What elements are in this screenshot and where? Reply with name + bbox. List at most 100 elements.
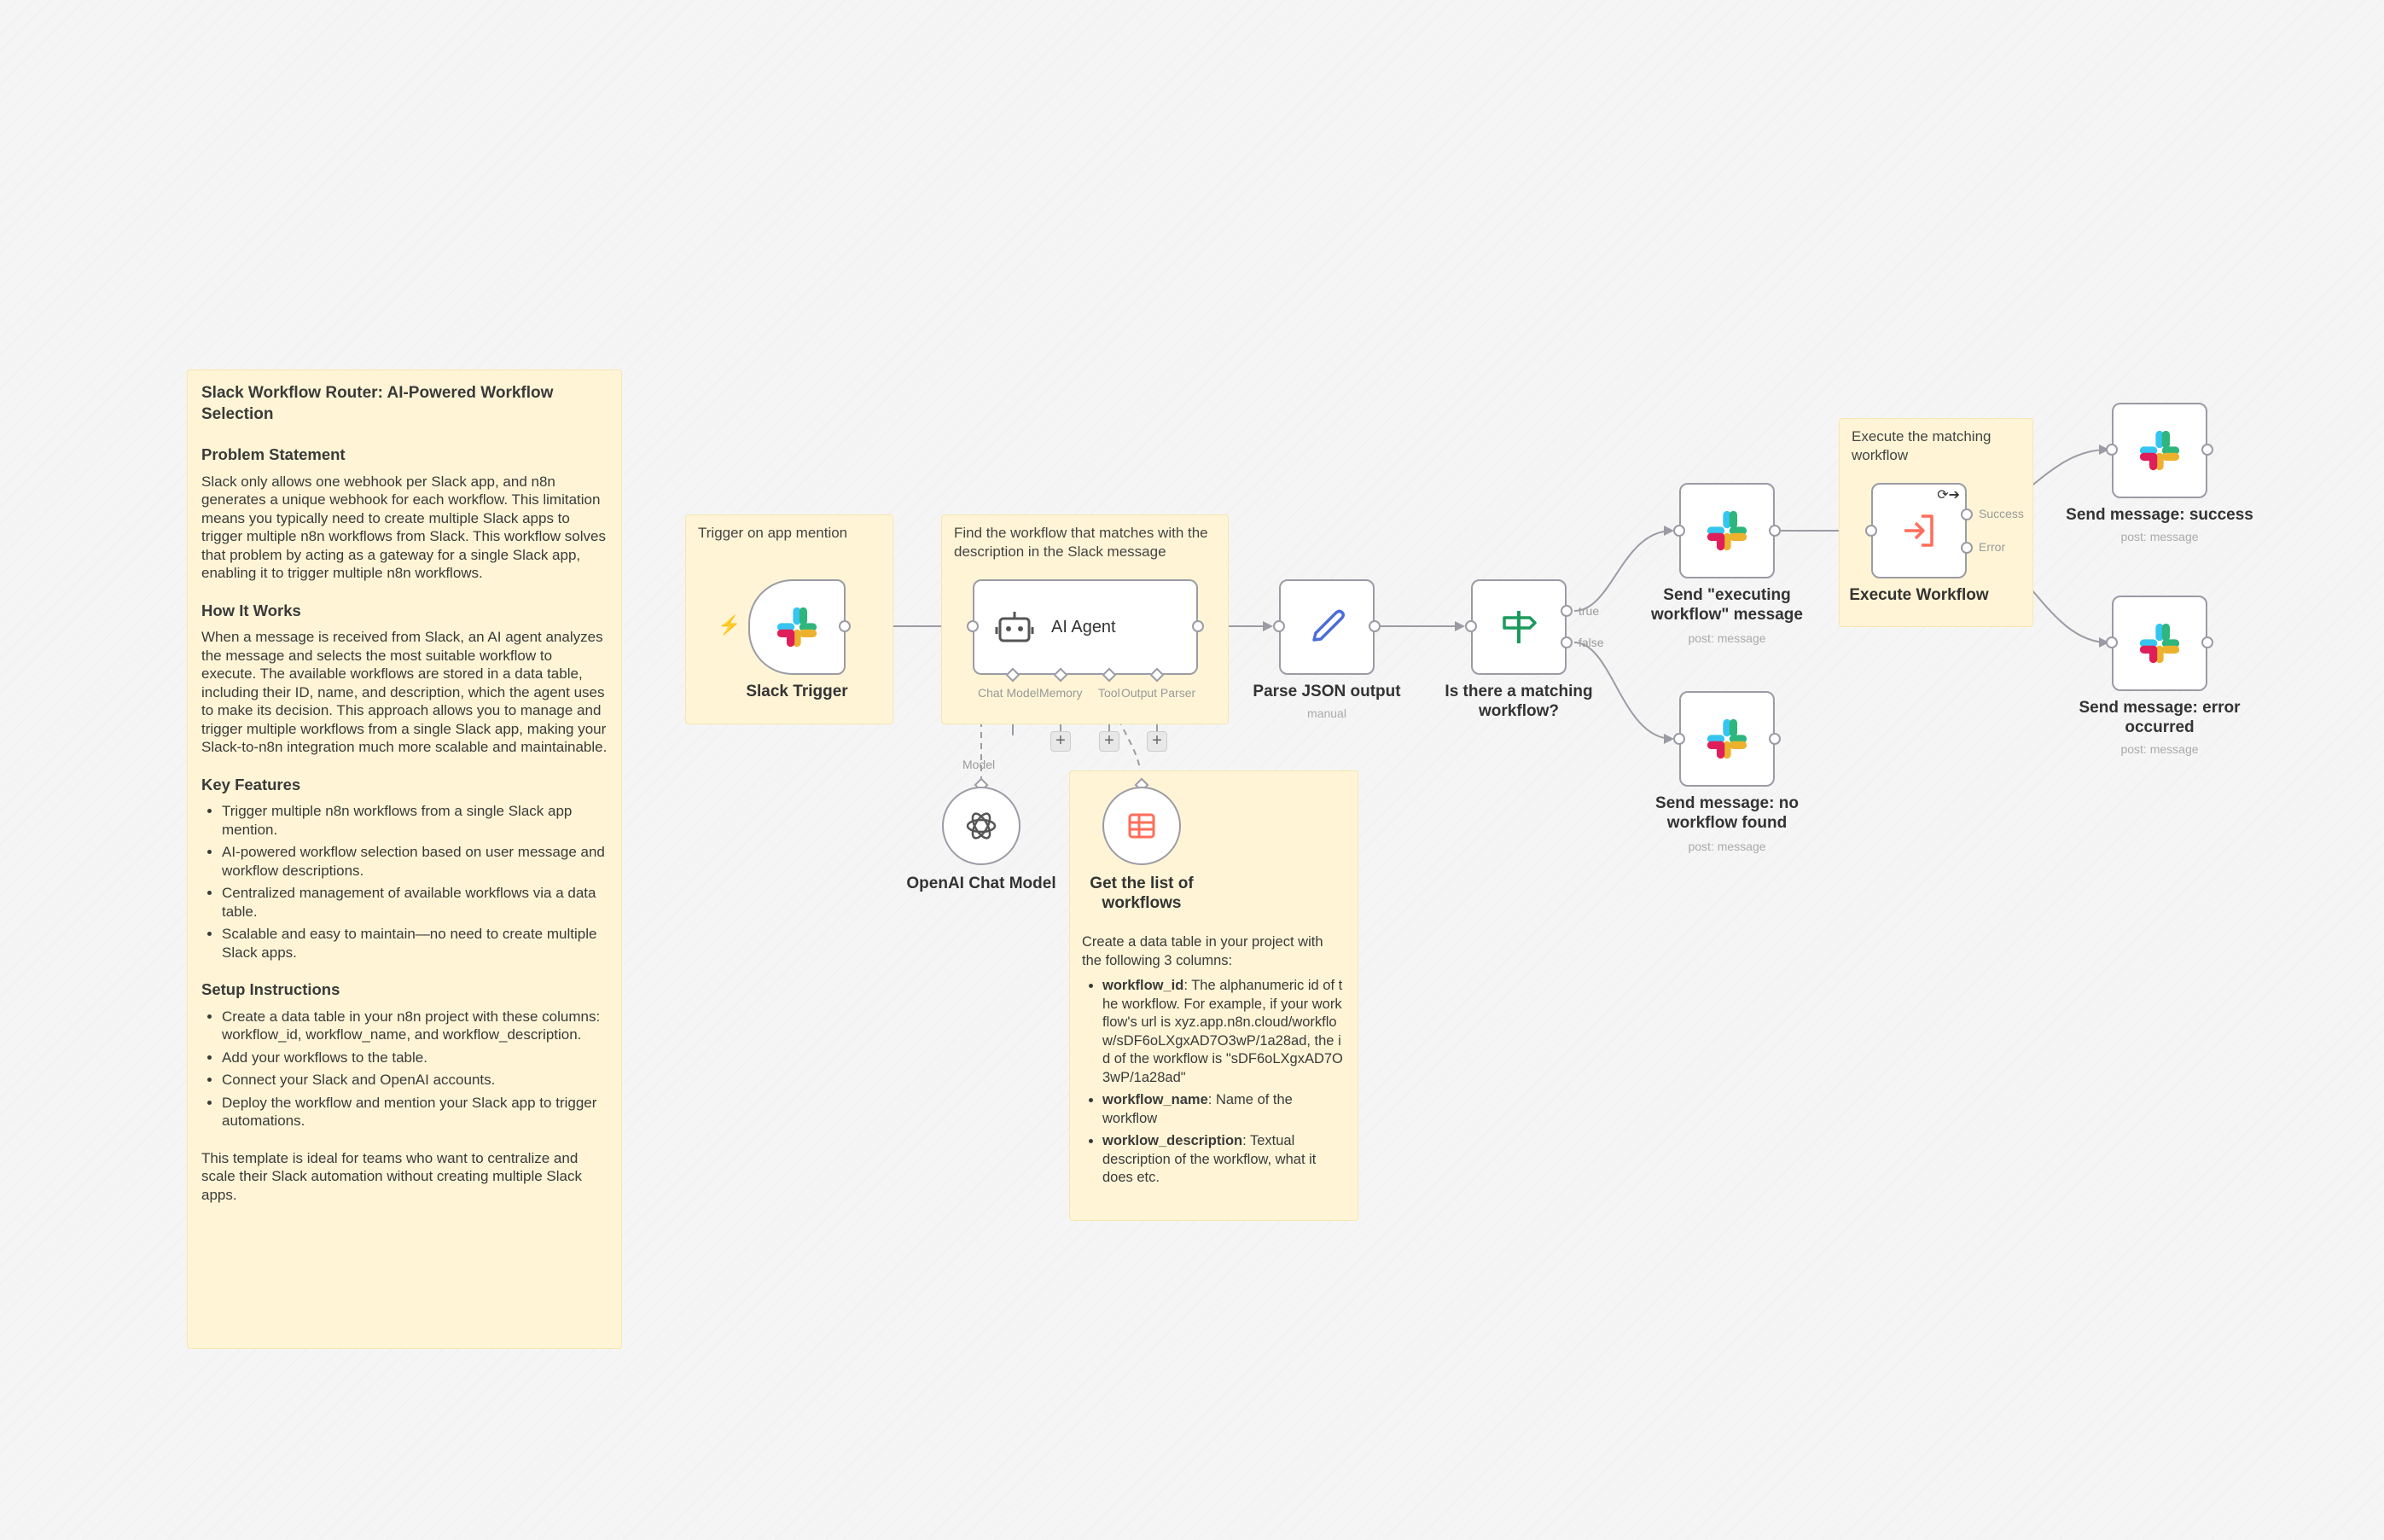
input-port[interactable] — [1673, 525, 1685, 537]
node-label-send-success: Send message: success — [2066, 506, 2253, 524]
node-ai-agent[interactable]: AI Agent — [973, 579, 1198, 675]
how-text: When a message is received from Slack, a… — [201, 629, 608, 755]
how-heading: How It Works — [201, 601, 301, 619]
node-sub-send-success: post: message — [2120, 530, 2199, 543]
slack-icon — [2139, 623, 2180, 664]
node-openai-chat-model[interactable] — [942, 787, 1020, 865]
node-sub-send-no-workflow: post: message — [1688, 840, 1766, 853]
branch-label-true: true — [1579, 604, 1600, 618]
node-label-slack-trigger: Slack Trigger — [746, 683, 848, 700]
node-sub-parse-json: manual — [1307, 706, 1346, 720]
sticky-execute-text: Execute the matching workflow — [1852, 428, 1992, 463]
robot-icon — [995, 612, 1034, 642]
closing-text: This template is ideal for teams who wan… — [201, 1149, 582, 1203]
output-port-true[interactable] — [1561, 605, 1573, 617]
problem-text: Slack only allows one webhook per Slack … — [201, 473, 606, 582]
slack-icon — [2139, 430, 2180, 471]
signpost-icon — [1503, 611, 1537, 643]
slack-icon — [1707, 510, 1747, 551]
list-item: Centralized management of available work… — [222, 884, 608, 921]
node-parse-json[interactable] — [1279, 579, 1375, 675]
slack-icon — [776, 607, 817, 648]
list-item: Add your workflows to the table. — [222, 1049, 608, 1067]
features-list: Trigger multiple n8n workflows from a si… — [201, 802, 608, 962]
output-port-error[interactable] — [1961, 542, 1973, 554]
sub-workflow-icon: ⟳➔ — [1937, 488, 1960, 503]
node-send-no-workflow[interactable] — [1679, 691, 1775, 787]
output-port[interactable] — [839, 620, 851, 632]
input-port[interactable] — [967, 620, 979, 632]
input-port[interactable] — [2106, 636, 2118, 648]
handle-label-memory: Memory — [1039, 686, 1083, 700]
node-sub-send-error: post: message — [2120, 742, 2199, 756]
list-item: Create a data table in your n8n project … — [222, 1008, 608, 1044]
list-item: Trigger multiple n8n workflows from a si… — [222, 802, 608, 839]
slack-icon — [1707, 718, 1747, 759]
sticky-table-list: workflow_id: The alphanumeric id of the … — [1082, 977, 1346, 1188]
input-port[interactable] — [1273, 620, 1285, 632]
list-item: Connect your Slack and OpenAI accounts. — [222, 1071, 608, 1090]
sticky-table-intro: Create a data table in your project with… — [1082, 934, 1323, 968]
edge-if-false — [1573, 642, 1673, 740]
edge-if-true — [1573, 530, 1673, 612]
sticky-trigger-text: Trigger on app mention — [698, 525, 848, 541]
input-port[interactable] — [2106, 444, 2118, 456]
add-tool-button[interactable]: + — [1099, 731, 1119, 752]
sign-in-icon — [1904, 514, 1933, 547]
sticky-agent-text: Find the workflow that matches with the … — [954, 525, 1208, 560]
node-label-ai-agent: AI Agent — [1051, 617, 1116, 636]
node-label-execute-workflow: Execute Workflow — [1849, 586, 1989, 604]
openai-icon — [966, 812, 997, 840]
node-send-success[interactable] — [2112, 403, 2207, 498]
list-item: Deploy the workflow and mention your Sla… — [222, 1094, 608, 1130]
node-execute-workflow[interactable]: ⟳➔ — [1871, 483, 1967, 578]
edge-label-model: Model — [962, 758, 996, 771]
node-sub-send-executing: post: message — [1688, 631, 1766, 645]
output-port[interactable] — [1769, 525, 1781, 537]
output-port[interactable] — [2201, 444, 2213, 456]
note-title: Slack Workflow Router: AI-Powered Workfl… — [201, 384, 554, 423]
table-icon — [1128, 813, 1155, 839]
handle-label-chat-model: Chat Model — [978, 686, 1039, 700]
setup-heading: Setup Instructions — [201, 980, 340, 998]
node-send-error[interactable] — [2112, 596, 2207, 691]
trigger-bolt-icon: ⚡ — [718, 614, 741, 636]
node-send-executing[interactable] — [1679, 483, 1775, 578]
input-port[interactable] — [1465, 620, 1477, 632]
output-port[interactable] — [1192, 620, 1204, 632]
node-slack-trigger[interactable] — [748, 579, 846, 675]
branch-label-error: Error — [1979, 540, 2006, 554]
node-label-openai: OpenAI Chat Model — [906, 875, 1056, 892]
problem-heading: Problem Statement — [201, 445, 346, 463]
output-port[interactable] — [2201, 636, 2213, 648]
list-item: Scalable and easy to maintain—no need to… — [222, 925, 608, 962]
node-get-workflow-list[interactable] — [1102, 787, 1181, 865]
input-port[interactable] — [1673, 733, 1685, 745]
branch-label-false: false — [1579, 636, 1604, 649]
add-output-parser-button[interactable]: + — [1147, 731, 1167, 752]
output-port-success[interactable] — [1961, 508, 1973, 520]
node-if-matching[interactable] — [1471, 579, 1567, 675]
pencil-icon — [1312, 609, 1346, 642]
output-port-false[interactable] — [1561, 636, 1573, 648]
handle-label-tool: Tool — [1098, 686, 1120, 700]
branch-label-success: Success — [1979, 507, 2024, 520]
list-item: AI-powered workflow selection based on u… — [222, 843, 608, 880]
list-item: workflow_id: The alphanumeric id of the … — [1102, 977, 1346, 1087]
output-port[interactable] — [1369, 620, 1381, 632]
list-item: worklow_description: Textual description… — [1102, 1132, 1346, 1188]
output-port[interactable] — [1769, 733, 1781, 745]
node-label-parse-json: Parse JSON output — [1253, 683, 1401, 700]
list-item: workflow_name: Name of the workflow — [1102, 1091, 1346, 1128]
sticky-note-overview[interactable]: Slack Workflow Router: AI-Powered Workfl… — [187, 369, 622, 1349]
features-heading: Key Features — [201, 775, 301, 793]
setup-list: Create a data table in your n8n project … — [201, 1008, 608, 1130]
input-port[interactable] — [1865, 525, 1877, 537]
handle-label-output-parser: Output Parser — [1121, 686, 1196, 700]
add-memory-button[interactable]: + — [1050, 731, 1071, 752]
